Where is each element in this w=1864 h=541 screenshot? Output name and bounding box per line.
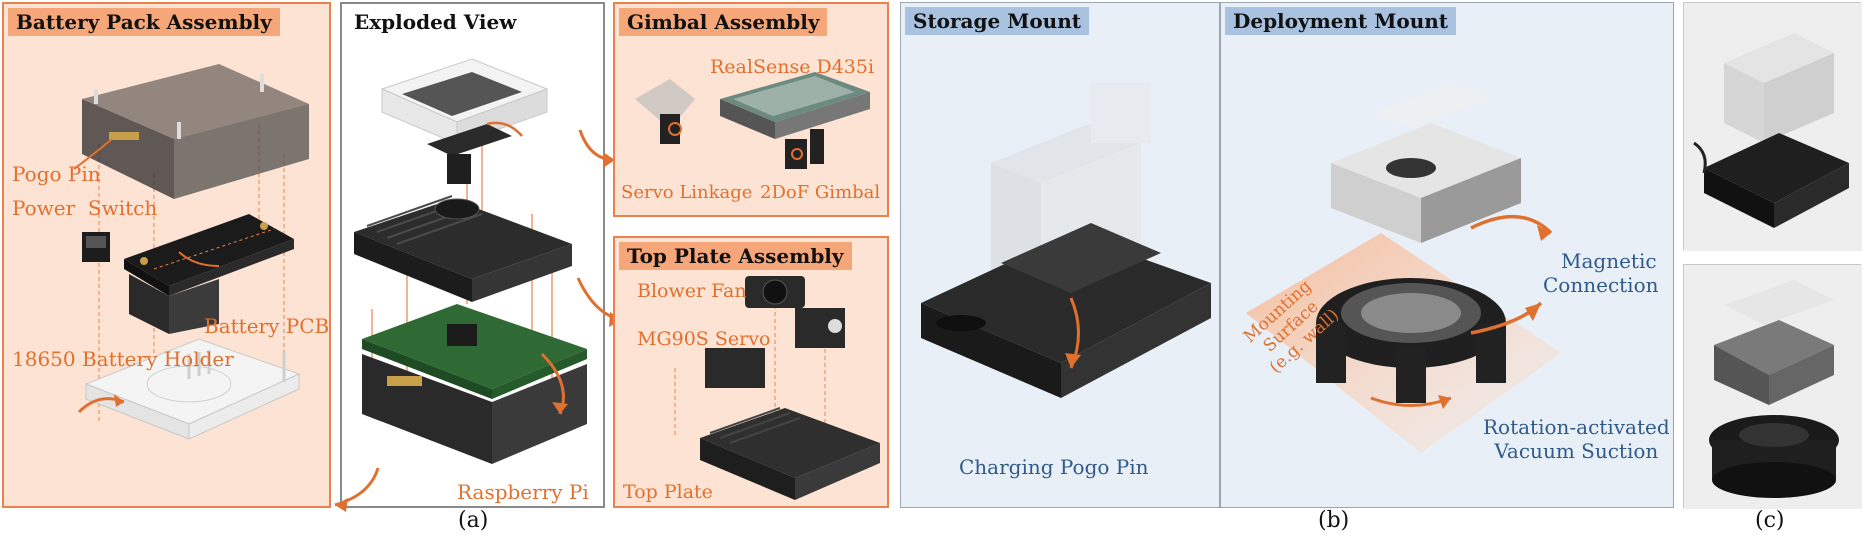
mg90s-servo-part [705, 308, 845, 388]
charging-pogo-label: Charging Pogo Pin [959, 455, 1149, 479]
top-plate-part [354, 195, 572, 302]
top-plate-label: Top Plate [623, 481, 713, 503]
deployment-device [1331, 83, 1521, 243]
gimbal-2dof-part [785, 129, 824, 169]
battery-case [82, 64, 309, 199]
camera-part [380, 58, 549, 145]
battery-pcb-label: Battery PCB [204, 314, 330, 338]
blower-fan-part [745, 276, 805, 308]
top-plate-assembly-title: Top Plate Assembly [619, 242, 852, 270]
exploded-view-illustration [354, 58, 587, 464]
storage-mount-title: Storage Mount [905, 7, 1089, 35]
gimbal-2dof-label: 2DoF Gimbal [760, 182, 881, 203]
storage-dock-base [921, 223, 1211, 398]
top-plate-illustration [674, 276, 880, 500]
magnetic-line1: Magnetic [1561, 249, 1657, 273]
battery-pcb-part [124, 214, 294, 296]
battery-pack-panel: Battery Pack Assembly [2, 2, 331, 508]
top-plate-assembly-panel: Top Plate Assembly Blower Fan MG [613, 236, 889, 508]
rotation-line1: Rotation-activated [1483, 415, 1670, 439]
realsense-part [720, 72, 870, 139]
gimbal-assembly-panel: Gimbal Assembly RealSense D435i Servo Li… [613, 2, 889, 217]
magnetic-line2: Connection [1543, 273, 1659, 297]
blower-fan-label: Blower Fan [637, 280, 747, 302]
rotation-suction-label: Rotation-activated Vacuum Suction [1483, 415, 1670, 463]
suction-ring [1316, 278, 1506, 403]
photo-top [1683, 2, 1862, 251]
battery-pack-illustration [73, 64, 309, 440]
photo-top-image [1684, 3, 1862, 251]
exploded-view-title: Exploded View [354, 10, 517, 34]
battery-pack-title: Battery Pack Assembly [8, 8, 280, 36]
deployment-mount-panel: Deployment Mount [1220, 2, 1674, 508]
caption-c: (c) [1755, 508, 1785, 533]
mg90s-servo-label: MG90S Servo [637, 328, 771, 350]
storage-mount-panel: Storage Mount Charging Pogo Pin [900, 2, 1220, 508]
exploded-view-panel: Exploded View [340, 2, 605, 508]
gimbal-illustration [635, 72, 870, 169]
caption-a: (a) [458, 508, 489, 533]
battery-base-plate [84, 338, 301, 440]
pogo-pin-label: Pogo Pin [12, 162, 101, 186]
caption-b: (b) [1318, 508, 1350, 533]
gimbal-assembly-title: Gimbal Assembly [619, 8, 828, 36]
gimbal-servo-linkage [635, 79, 695, 144]
magnetic-connection-label: Magnetic Connection [1543, 249, 1659, 297]
deployment-mount-illustration [1246, 83, 1561, 453]
power-switch-part [82, 232, 110, 262]
rotation-line2: Vacuum Suction [1494, 439, 1659, 463]
raspberry-pi-label: Raspberry Pi [457, 480, 589, 504]
power-switch-label: Power Switch [12, 196, 158, 220]
storage-mount-illustration [921, 83, 1211, 398]
top-plate-base-part [700, 407, 880, 500]
battery-holder-label: 18650 Battery Holder [12, 347, 234, 371]
servo-linkage-label: Servo Linkage [621, 182, 753, 203]
realsense-label: RealSense D435i [710, 56, 875, 78]
deployment-mount-title: Deployment Mount [1225, 7, 1457, 35]
raspberry-pi-part [362, 304, 587, 399]
photo-bottom-image [1684, 265, 1862, 509]
photo-bottom [1683, 264, 1862, 509]
